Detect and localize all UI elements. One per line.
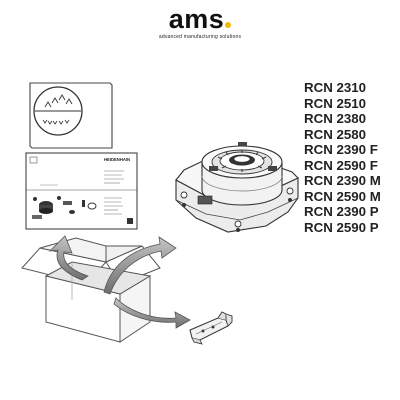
logo-wordmark: ams <box>0 6 400 33</box>
model-item: RCN 2580 <box>304 126 367 142</box>
mounting-tool <box>189 311 233 345</box>
model-item: RCN 2590 M <box>304 188 381 204</box>
model-item: RCN 2390 P <box>304 204 379 219</box>
logo-tagline: advanced manufacturing solutions <box>158 34 242 40</box>
model-item: RCN 2310 <box>304 80 367 95</box>
model-item: RCN 2390 F <box>304 142 378 157</box>
logo-wordmark-text: ams <box>168 4 225 34</box>
model-item: RCN 2380 <box>304 111 367 126</box>
model-item: RCN 2590 F <box>304 157 378 173</box>
documentation-sheet: HEIDENHAIN <box>25 152 138 230</box>
logo-dot <box>225 22 232 28</box>
model-item: RCN 2590 P <box>304 219 379 235</box>
arrow-to-tool <box>113 297 191 329</box>
model-item: RCN 2510 <box>304 95 367 111</box>
arrow-to-encoder <box>103 236 177 295</box>
model-item: RCN 2390 M <box>304 173 381 188</box>
disk-label-card <box>29 82 113 149</box>
arrow-to-documents <box>48 235 89 281</box>
sheet-brand: HEIDENHAIN <box>104 157 130 162</box>
model-list: RCN 2310 RCN 2510 RCN 2380 RCN 2580 RCN … <box>304 80 381 235</box>
ams-logo: ams advanced manufacturing solutions <box>0 6 400 41</box>
encoder-illustration <box>175 142 299 233</box>
